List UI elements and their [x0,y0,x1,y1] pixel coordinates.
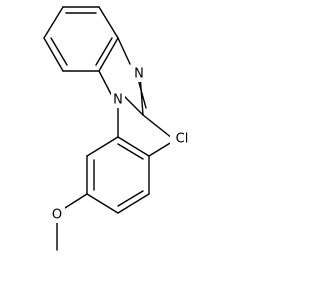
bond [123,95,144,116]
bond [98,6,119,39]
bond [117,37,131,65]
bond [95,37,113,66]
bond [98,70,113,97]
oxygen-label: O [52,208,62,223]
bond [117,190,144,207]
bond [117,136,150,157]
bond [117,193,150,214]
bond [86,136,119,157]
bond [43,37,64,72]
bond [142,114,173,139]
bond [98,37,119,72]
nitrogen-label: N [134,67,144,82]
bond [50,37,68,66]
structure-diagram: N N Cl O [43,6,189,251]
chemical-structure-svg: N N Cl O [43,6,189,251]
nitrogen-label: N [113,93,123,108]
bond [117,143,144,160]
bond [43,6,64,39]
chlorine-label: Cl [176,132,189,147]
bond [86,193,119,214]
